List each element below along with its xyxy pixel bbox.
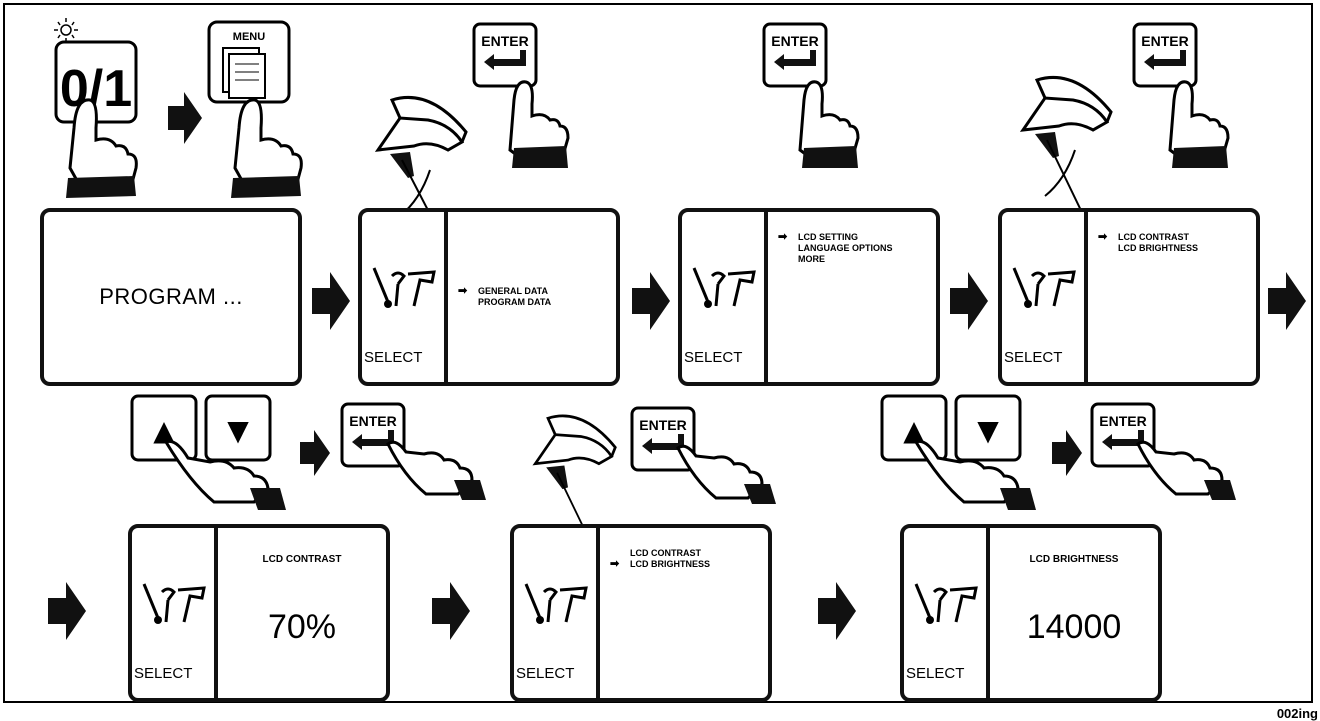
flow-arrow-2 xyxy=(312,272,350,330)
enter-button-step-2: ENTER xyxy=(760,20,870,170)
screen-right-pane: LCD BRIGHTNESS 14000 xyxy=(990,528,1158,698)
select-label: SELECT xyxy=(906,665,965,682)
figure-code: 002ing xyxy=(1276,706,1318,721)
down-arrow-icon: ▼ xyxy=(227,414,249,447)
menu-item: MORE xyxy=(798,254,825,264)
enter-button-step-5: ENTER xyxy=(630,406,780,506)
screen-lcd-contrast-menu: SELECT ➡LCD CONTRAST LCD BRIGHTNESS xyxy=(998,208,1260,386)
screen-contrast-value: SELECT LCD CONTRAST 70% xyxy=(128,524,390,702)
flow-arrow-1 xyxy=(168,92,202,144)
menu-press-illustration: MENU xyxy=(207,20,303,198)
screen-lcd-brightness-menu: SELECT LCD CONTRAST ➡LCD BRIGHTNESS xyxy=(510,524,772,702)
tools-icon xyxy=(142,583,206,624)
enter-press-illustration-4: ENTER xyxy=(340,402,486,500)
enter-press-illustration-5: ENTER xyxy=(630,406,776,504)
enter-button-step-4: ENTER xyxy=(340,402,490,502)
enter-press-illustration-1: ENTER xyxy=(472,22,570,168)
flow-arrow-6 xyxy=(300,430,330,476)
svg-text:ENTER: ENTER xyxy=(639,417,686,433)
flow-arrow-5 xyxy=(1268,272,1306,330)
svg-text:ENTER: ENTER xyxy=(1141,33,1188,49)
flow-arrow-3 xyxy=(632,272,670,330)
svg-text:ENTER: ENTER xyxy=(349,413,396,429)
screen-program: PROGRAM ... xyxy=(40,208,302,386)
screen-right-pane: LCD CONTRAST 70% xyxy=(218,528,386,698)
select-label: SELECT xyxy=(364,349,423,366)
screen-lcd-setting: SELECT ➡LCD SETTING LANGUAGE OPTIONS MOR… xyxy=(678,208,940,386)
select-label: SELECT xyxy=(1004,349,1063,366)
program-text: PROGRAM ... xyxy=(99,284,243,309)
flow-arrow-7 xyxy=(1052,430,1082,476)
tools-icon xyxy=(1012,267,1076,308)
tools-icon xyxy=(692,267,756,308)
select-label: SELECT xyxy=(516,665,575,682)
screen-left-pane: SELECT xyxy=(1002,212,1088,382)
menu-item: ➡GENERAL DATA xyxy=(458,285,549,297)
enter-button-step-3: ENTER xyxy=(1130,20,1240,170)
enter-press-illustration-3: ENTER xyxy=(1132,22,1230,168)
screen-general-data: SELECT ➡GENERAL DATA PROGRAM DATA xyxy=(358,208,620,386)
menu-label: MENU xyxy=(233,31,265,43)
flow-arrow-9 xyxy=(432,582,470,640)
menu-item: LCD CONTRAST xyxy=(630,548,701,558)
down-arrow-icon: ▼ xyxy=(977,414,999,447)
screen-right-pane: ➡LCD CONTRAST LCD BRIGHTNESS xyxy=(1088,212,1256,382)
arrow-right-icon: ➡ xyxy=(1098,231,1108,243)
up-down-step-2: ▲ ▼ xyxy=(880,392,1060,512)
screen-right-pane: LCD CONTRAST ➡LCD BRIGHTNESS xyxy=(600,528,768,698)
tools-icon xyxy=(372,267,436,308)
value-label: LCD BRIGHTNESS xyxy=(1029,554,1119,565)
arrow-right-icon: ➡ xyxy=(610,558,620,570)
arrow-right-icon: ➡ xyxy=(778,231,788,243)
screen-left-pane: SELECT xyxy=(514,528,600,698)
select-label: SELECT xyxy=(684,349,743,366)
up-arrow-icon: ▲ xyxy=(153,414,175,447)
menu-item: ➡LCD SETTING xyxy=(778,231,858,243)
screen-right-pane: ➡LCD SETTING LANGUAGE OPTIONS MORE xyxy=(768,212,936,382)
enter-button-step-6: ENTER xyxy=(1090,402,1240,502)
screen-right-pane: ➡GENERAL DATA PROGRAM DATA xyxy=(448,212,616,382)
contrast-value: 70% xyxy=(267,608,337,646)
flow-arrow-4 xyxy=(950,272,988,330)
tools-icon xyxy=(914,583,978,624)
screen-brightness-value: SELECT LCD BRIGHTNESS 14000 xyxy=(900,524,1162,702)
enter-press-illustration-6: ENTER xyxy=(1090,402,1236,500)
screen-left-pane: SELECT xyxy=(682,212,768,382)
menu-list-general: ➡GENERAL DATA PROGRAM DATA xyxy=(458,286,551,308)
up-down-press-illustration-2: ▲ ▼ xyxy=(880,394,1036,510)
flow-arrow-8 xyxy=(48,582,86,640)
screen-left-pane: SELECT xyxy=(362,212,448,382)
enter-press-illustration-2: ENTER xyxy=(762,22,860,168)
menu-button-step: MENU xyxy=(205,18,315,198)
menu-item: PROGRAM DATA xyxy=(478,297,552,307)
eye-icon-2 xyxy=(1019,75,1113,257)
svg-text:ENTER: ENTER xyxy=(771,33,818,49)
svg-text:ENTER: ENTER xyxy=(481,33,528,49)
svg-text:ENTER: ENTER xyxy=(1099,413,1146,429)
select-label: SELECT xyxy=(134,665,193,682)
value-label: LCD CONTRAST xyxy=(262,554,342,565)
up-arrow-icon: ▲ xyxy=(903,414,925,447)
up-down-press-illustration-1: ▲ ▼ xyxy=(130,394,286,510)
menu-list-lcd-brightness: LCD CONTRAST ➡LCD BRIGHTNESS xyxy=(610,548,710,570)
screen-left-pane: SELECT xyxy=(904,528,990,698)
flow-arrow-10 xyxy=(818,582,856,640)
menu-list-lcd-contrast: ➡LCD CONTRAST LCD BRIGHTNESS xyxy=(1098,232,1198,254)
sun-icon xyxy=(54,18,78,42)
diagram-frame xyxy=(3,3,1313,703)
menu-list-lcd-setting: ➡LCD SETTING LANGUAGE OPTIONS MORE xyxy=(778,232,893,265)
menu-item: LCD BRIGHTNESS xyxy=(1118,243,1199,253)
up-down-step-1: ▲ ▼ xyxy=(130,392,310,512)
arrow-right-icon: ➡ xyxy=(458,285,468,297)
power-press-illustration: 0/1 xyxy=(54,18,138,198)
tools-icon xyxy=(524,583,588,624)
brightness-value: 14000 xyxy=(1026,608,1122,646)
menu-item: LANGUAGE OPTIONS xyxy=(798,243,893,253)
screen-left-pane: SELECT xyxy=(132,528,218,698)
power-button-step: 0/1 xyxy=(40,18,150,198)
enter-button-step-1: ENTER xyxy=(470,20,580,170)
menu-item: ➡LCD BRIGHTNESS xyxy=(610,558,711,570)
menu-item: ➡LCD CONTRAST xyxy=(1098,231,1189,243)
